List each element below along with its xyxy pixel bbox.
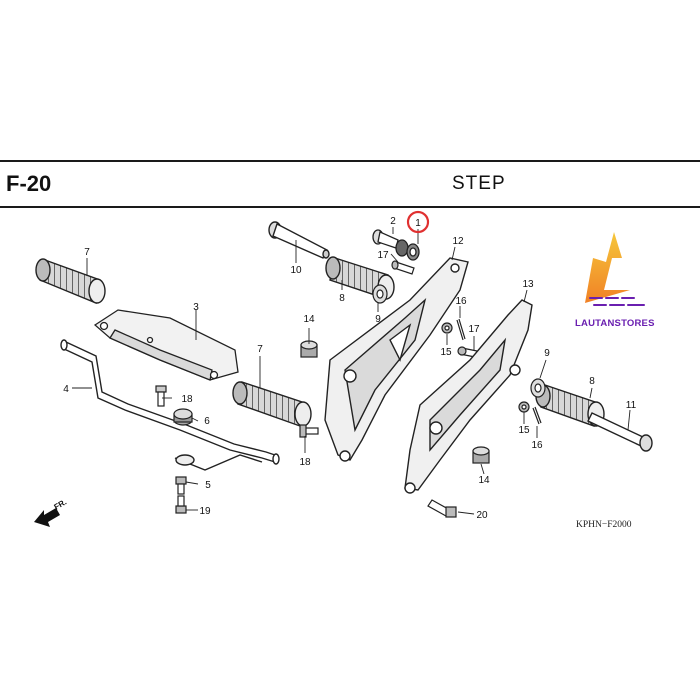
footpeg-rubber-middle [232,381,312,427]
callout-2: 2 [390,216,396,227]
bolt-20 [427,499,457,518]
callout-10: 10 [290,265,302,276]
bolt-5 [175,476,187,495]
brand-watermark-text: LAUTANSTORES [575,318,655,329]
callout-16-upper: 16 [455,296,467,307]
nut-15-lower [518,401,530,413]
callout-9-center: 9 [375,314,381,325]
callout-1: 1 [415,218,421,229]
footpeg-rubber-left [35,258,106,304]
callout-3: 3 [193,302,199,313]
callout-6: 6 [204,416,210,427]
callout-16-lower: 16 [531,440,543,451]
step-holder-13 [404,299,533,494]
callout-19: 19 [199,506,211,517]
callout-4: 4 [63,384,69,395]
callout-14-lower: 14 [478,475,490,486]
bolt-2 [372,229,399,249]
spring-1 [395,239,420,261]
front-direction-arrow-icon: FR. [34,497,68,527]
callout-17-right: 17 [468,324,480,335]
callout-7-left: 7 [84,247,90,258]
section-title: STEP [452,173,506,194]
washer-9-right [530,378,546,398]
step-bar-4 [60,339,280,471]
brand-logo-icon [585,232,645,306]
bolt-19 [175,495,187,514]
callout-11: 11 [626,400,637,411]
nut-15-upper [441,322,453,334]
diagram-code: KPHN−F2000 [576,520,632,530]
callout-18-lower: 18 [299,457,311,468]
callout-13: 13 [522,279,534,290]
washer-9-center [372,284,388,304]
collar-6 [173,408,193,426]
callout-18-upper: 18 [181,394,193,405]
cotter-pin-16-lower [532,406,542,425]
callout-5: 5 [205,480,211,491]
highlight-circle [406,210,430,234]
callout-7-middle: 7 [257,344,263,355]
bolt-18-upper [155,385,167,407]
bolt-18-lower [299,424,319,438]
callout-numbers: 1 2 3 4 5 6 7 7 8 8 9 9 10 11 12 13 14 1… [63,216,636,521]
callout-8-center: 8 [339,293,345,304]
step-holder-12 [324,257,469,462]
pin-17-upper [391,260,415,275]
header-top-rule [0,160,700,162]
callout-17-upper: 17 [377,250,389,261]
callout-15-upper: 15 [440,347,452,358]
callout-9-right: 9 [544,348,550,359]
step-plate-3 [93,309,239,381]
pivot-pin-11 [587,412,653,452]
callout-12: 12 [452,236,464,247]
section-code: F-20 [6,171,52,196]
front-direction-label: FR. [53,497,69,511]
pivot-pin-10 [268,221,330,259]
callout-20: 20 [476,510,488,521]
header-bottom-rule [0,206,700,208]
callout-8-right: 8 [589,376,595,387]
nut-14-lower [472,446,490,464]
nut-14-upper [300,340,318,358]
callout-15-lower: 15 [518,425,530,436]
footpeg-rubber-8-center [325,256,395,300]
callout-14-upper: 14 [303,314,315,325]
cotter-pin-16-upper [456,318,466,341]
leader-lines [72,227,631,515]
